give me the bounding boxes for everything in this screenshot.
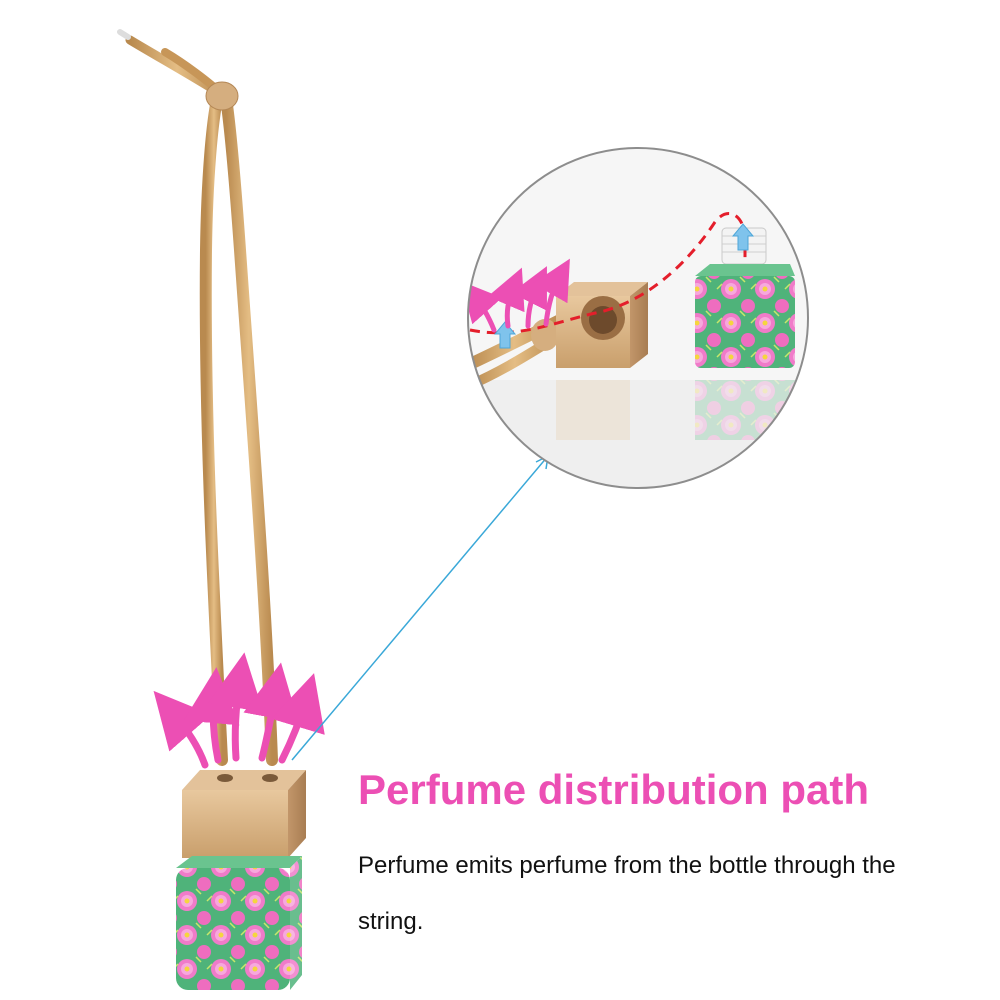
wooden-cap [182, 770, 306, 858]
headline: Perfume distribution path [358, 766, 870, 813]
upward-arrow-icon [493, 223, 755, 349]
leader-line [291, 455, 549, 761]
zoom-detail-circle [467, 147, 809, 489]
wooden-bead [205, 81, 239, 111]
description-text: Perfume emits perfume from the bottle th… [358, 852, 896, 935]
hanging-cord [117, 29, 278, 766]
floral-bottle [176, 856, 302, 990]
scent-arrow-icon [153, 652, 325, 769]
